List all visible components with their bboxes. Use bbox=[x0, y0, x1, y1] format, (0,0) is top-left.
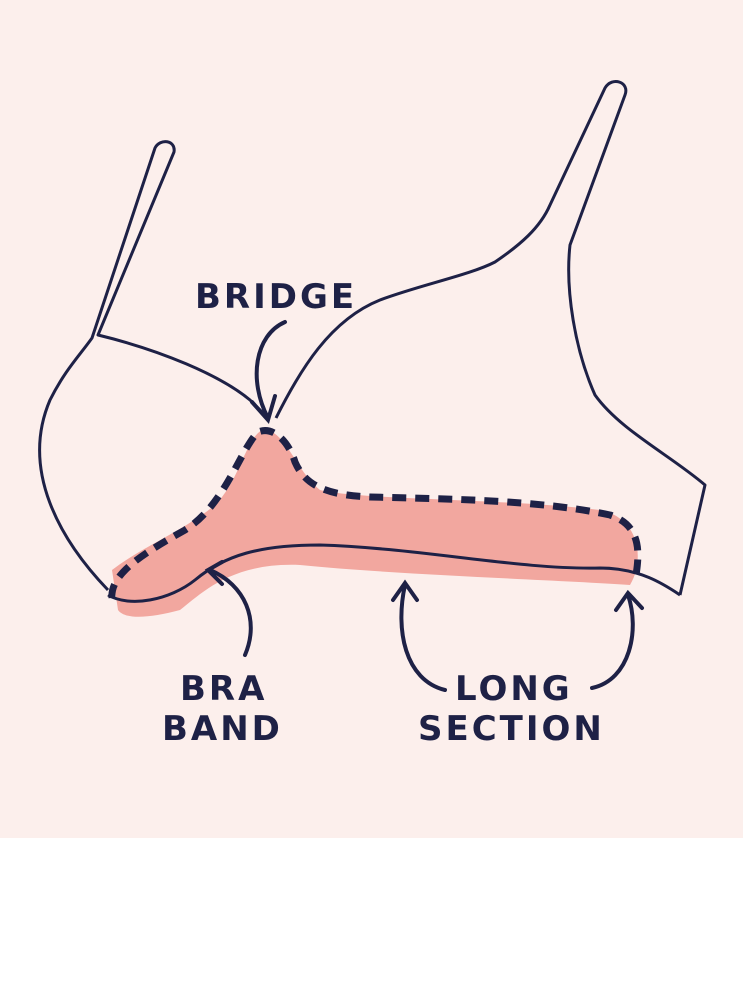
bridge-arrow bbox=[250, 320, 287, 425]
bra-band-label-line1: BRA bbox=[180, 669, 267, 709]
bra-band-label-line2: BAND bbox=[162, 709, 283, 749]
long-section-arrow-right bbox=[590, 589, 644, 690]
dashed-outline bbox=[108, 427, 642, 599]
long-section-label-line1: LONG bbox=[455, 669, 573, 709]
highlight-band bbox=[112, 429, 638, 617]
bridge-label: BRIDGE bbox=[195, 277, 357, 317]
band-bottom-line bbox=[107, 543, 681, 603]
long-section-arrow-left bbox=[391, 579, 447, 692]
long-section-label-line2: SECTION bbox=[418, 709, 605, 749]
bra-band-arrow bbox=[204, 560, 253, 657]
left-cup-outline bbox=[38, 140, 270, 592]
right-cup-outline bbox=[274, 80, 707, 596]
